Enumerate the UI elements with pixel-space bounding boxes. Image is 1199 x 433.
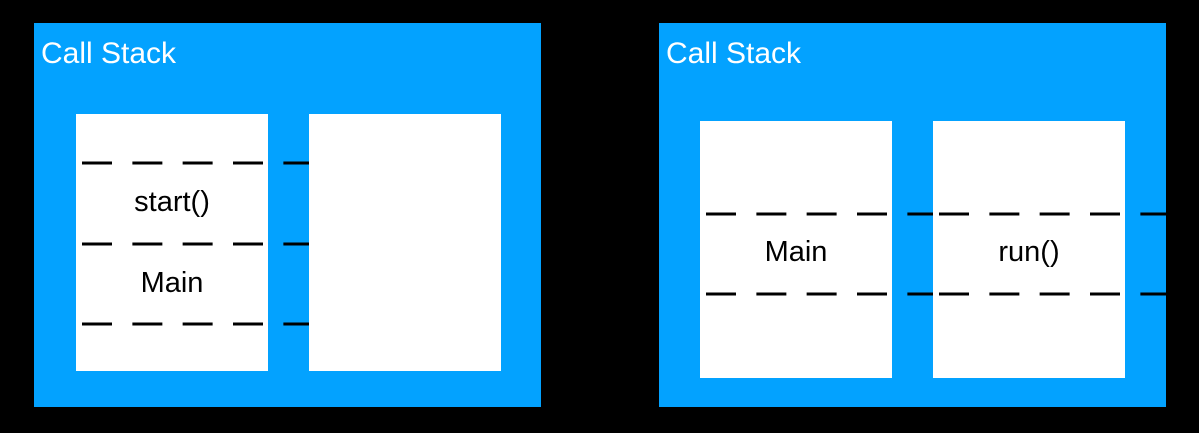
frame-separator: — — — — — [82, 226, 320, 259]
thread-stack-2-empty [309, 114, 501, 371]
panel-title: Call Stack [41, 37, 177, 70]
thread-stack-2: — — — — — run() — — — — — [933, 121, 1170, 378]
stack-frame-run: run() [998, 236, 1060, 268]
frame-separator: — — — — — [706, 196, 944, 229]
call-stack-panel-2: Call Stack — — — — — Main — — — — — — — … [659, 23, 1170, 407]
call-stack-panel-1: Call Stack — — — — — start() — — — — — M… [34, 23, 541, 407]
stack-frame-start: start() [134, 186, 210, 218]
thread-stack-1: — — — — — start() — — — — — Main — — — —… [76, 114, 313, 371]
frame-separator: — — — — — [939, 276, 1177, 309]
frame-separator: — — — — — [82, 145, 320, 178]
panel-title: Call Stack [666, 37, 802, 70]
stack-frame-main: Main [764, 236, 828, 268]
frame-separator: — — — — — [706, 276, 944, 309]
frame-separator: — — — — — [82, 306, 320, 339]
stack-frame-main: Main [140, 267, 204, 299]
frame-separator: — — — — — [939, 196, 1177, 229]
thread-stack-1: — — — — — Main — — — — — [700, 121, 937, 378]
